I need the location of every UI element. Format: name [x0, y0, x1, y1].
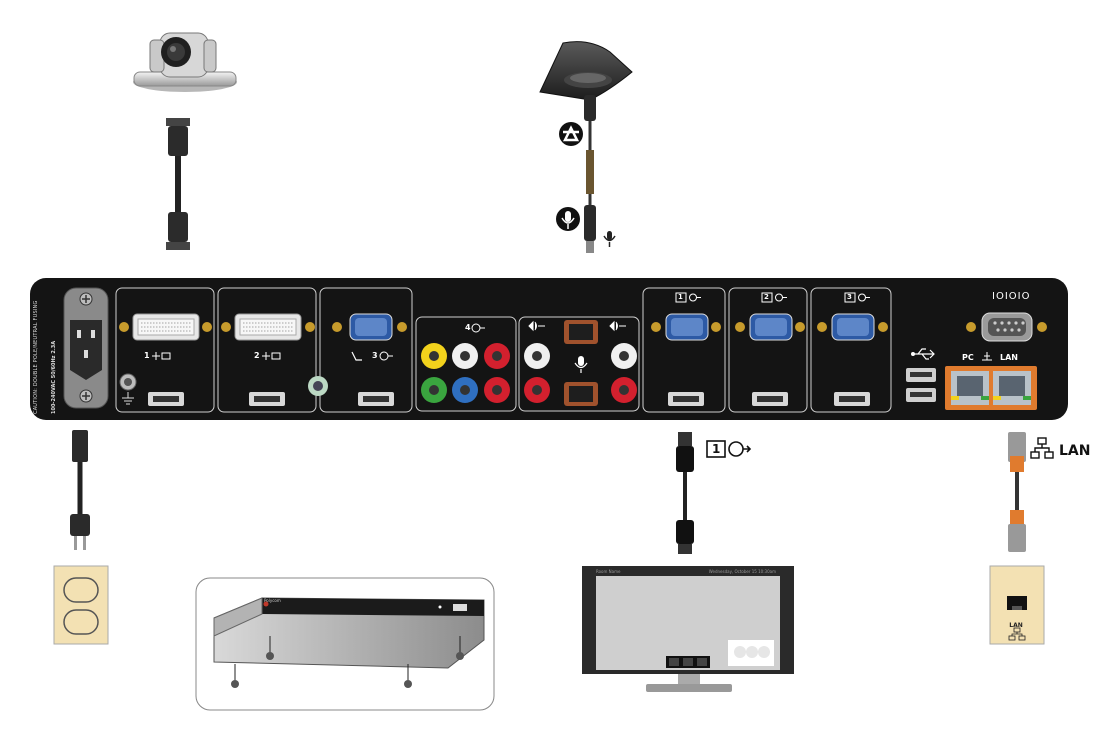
input-2-group [217, 287, 317, 413]
input-2-label: 2 [254, 351, 260, 360]
output-3-label: 3 [847, 293, 852, 301]
usb-ports [906, 348, 936, 402]
camera-cable [166, 118, 190, 250]
display-monitor [582, 566, 794, 692]
monitor-cable [676, 432, 694, 554]
input-1-label: 1 [144, 351, 150, 360]
output-2-group [728, 287, 808, 413]
serial-port [966, 312, 1047, 342]
microphone-pod [539, 41, 633, 101]
input-1-group [115, 287, 215, 413]
mic-icon [556, 207, 580, 231]
monitor-header: Room Name Wednesday, October 15 10:30am [596, 569, 776, 577]
ptz-camera [133, 32, 237, 92]
monitor-output-1-icon [706, 440, 752, 458]
lan-cable [1008, 432, 1026, 552]
pc-port-label: PC [962, 353, 974, 362]
network-icon [1030, 437, 1054, 459]
input-4-label: 4 [465, 323, 471, 332]
input-3-label: 3 [372, 351, 378, 360]
caution-text: CAUTION: DOUBLE POLE/NEUTRAL FUSING [33, 300, 39, 414]
mic-pod-icon [559, 122, 583, 146]
wall-jack-lan-label: LAN [1009, 622, 1023, 629]
monitor-room-name: Room Name [596, 569, 621, 574]
power-inlet [63, 287, 109, 409]
audio-mini-jack [308, 376, 328, 396]
output-1-group [642, 287, 726, 413]
output-1-label: 1 [678, 293, 683, 301]
monitor-output-number: 1 [712, 442, 721, 456]
microphone-cable [584, 95, 596, 253]
input-4-component-group [415, 316, 517, 412]
network-ports [945, 352, 1037, 410]
mounting-inset [195, 577, 495, 711]
audio-io-group [518, 316, 640, 412]
mic-input-icon [603, 231, 616, 247]
ground-terminal [119, 373, 137, 405]
lan-callout-label: LAN [1059, 443, 1091, 459]
wall-outlet [53, 565, 109, 645]
lan-port-label: LAN [1000, 353, 1018, 362]
power-rating: 100-240VAC 50/60Hz 2.3A [51, 340, 57, 414]
input-3-group [319, 287, 413, 413]
output-3-group [810, 287, 892, 413]
serial-label: IOIOIO [992, 291, 1031, 302]
lan-wall-jack [989, 565, 1045, 645]
power-cord [70, 430, 90, 550]
output-2-label: 2 [764, 293, 769, 301]
monitor-datetime: Wednesday, October 15 10:30am [708, 569, 776, 574]
chassis-brand: Polycom [264, 598, 281, 603]
